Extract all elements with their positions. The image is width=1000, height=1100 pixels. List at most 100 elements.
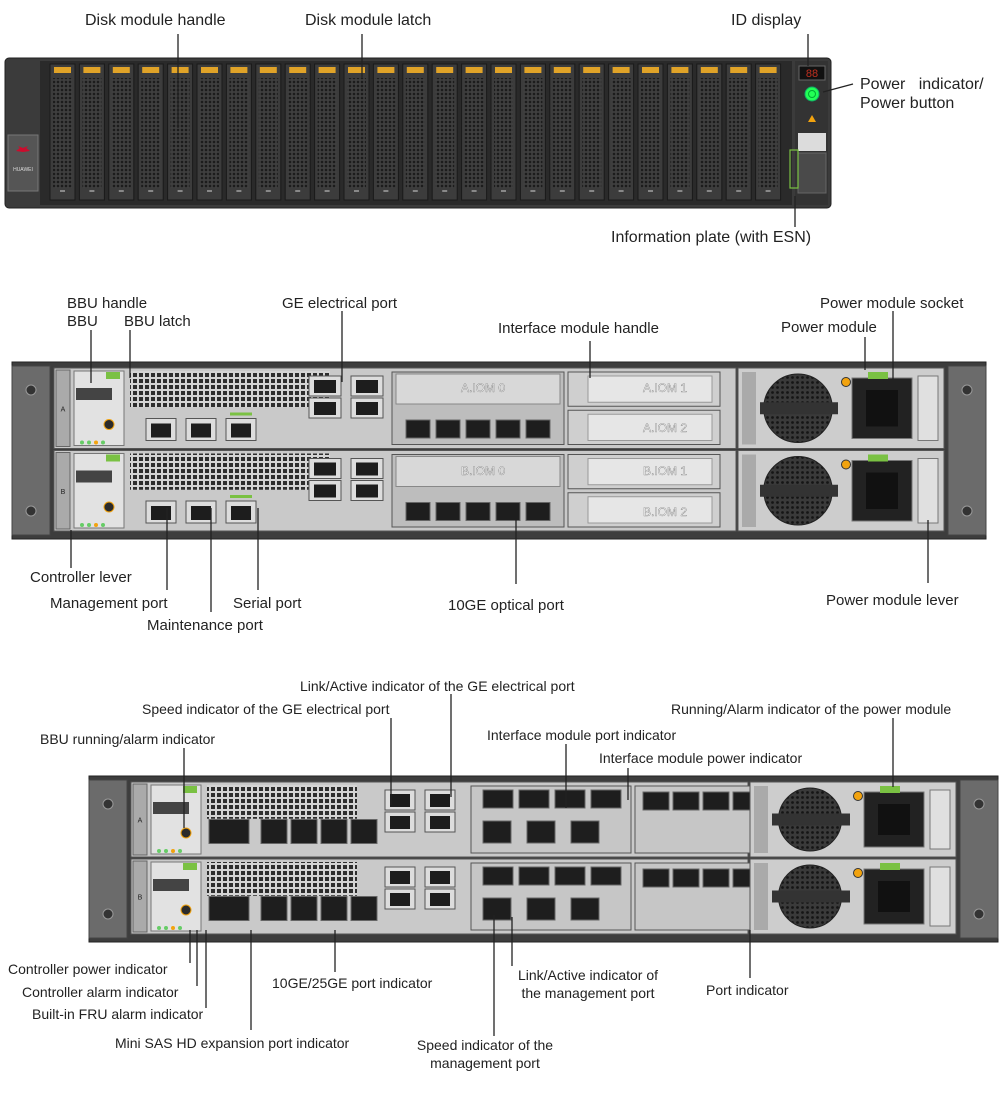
psu-lever-tab bbox=[868, 372, 888, 379]
disk-latch-indicator bbox=[201, 67, 218, 73]
disk-slot bbox=[78, 63, 105, 201]
ge-socket bbox=[430, 794, 450, 807]
label-power-module-lever: Power module lever bbox=[826, 592, 959, 609]
psu-side bbox=[742, 372, 756, 445]
sfp-port bbox=[525, 419, 551, 439]
disk-tray-mesh bbox=[552, 78, 572, 188]
rack-screw-icon bbox=[25, 384, 37, 396]
sfp-port bbox=[518, 789, 550, 809]
power-button-icon bbox=[804, 86, 820, 102]
disk-latch-indicator bbox=[259, 67, 277, 73]
status-led bbox=[80, 523, 84, 527]
bbu-indicator-icon bbox=[180, 904, 192, 916]
disk-latch-indicator bbox=[112, 67, 130, 73]
psu-side bbox=[742, 454, 756, 527]
label-disk-module-handle: Disk module handle bbox=[85, 12, 226, 29]
sfp-port bbox=[260, 819, 288, 844]
disk-slot bbox=[402, 63, 429, 201]
disk-tray-mesh bbox=[641, 78, 660, 188]
disk-slot-mark bbox=[618, 190, 624, 192]
iom-name-label: B.IOM 1 bbox=[643, 464, 687, 478]
ge-socket bbox=[356, 402, 378, 415]
controller-letter: B bbox=[138, 895, 143, 902]
controller-vent bbox=[207, 862, 357, 896]
disk-tray-mesh bbox=[376, 78, 396, 188]
status-led bbox=[157, 926, 161, 930]
disk-slot-mark bbox=[207, 190, 212, 192]
brand-name: HUAWEI bbox=[13, 167, 33, 173]
disk-latch-indicator bbox=[642, 67, 659, 73]
disk-slot-mark bbox=[177, 190, 183, 192]
disk-latch-indicator bbox=[495, 67, 512, 73]
disk-tray-mesh bbox=[523, 78, 543, 188]
sfp-port bbox=[290, 819, 318, 844]
psu-lever-tab bbox=[868, 454, 888, 462]
status-led bbox=[87, 440, 91, 445]
disk-tray-mesh bbox=[170, 78, 190, 188]
disk-tray-mesh bbox=[494, 78, 513, 188]
disk-tray-mesh bbox=[758, 78, 778, 188]
brand-plate bbox=[7, 134, 39, 192]
controller-lever bbox=[132, 783, 148, 856]
disk-slot-mark bbox=[354, 190, 359, 192]
ge-socket bbox=[430, 816, 450, 829]
label-speed-mgmt-line1: Speed indicator of the bbox=[416, 1037, 554, 1053]
bbu-handle bbox=[153, 879, 189, 891]
ge-socket bbox=[390, 816, 410, 829]
disk-slot-mark bbox=[530, 190, 536, 192]
disk-slot-mark bbox=[706, 190, 712, 192]
disk-slot bbox=[314, 63, 341, 201]
disk-tray-mesh bbox=[200, 78, 219, 188]
disk-slot-mark bbox=[265, 190, 271, 192]
disk-slot-mark bbox=[60, 190, 65, 192]
status-led bbox=[101, 523, 105, 527]
disk-latch-indicator bbox=[730, 67, 748, 73]
disk-slot-mark bbox=[765, 190, 771, 192]
iom-name-label: A.IOM 1 bbox=[643, 381, 687, 395]
iom-name-label: A.IOM 2 bbox=[643, 421, 687, 435]
bbu-indicator-icon bbox=[103, 501, 115, 513]
sfp-port bbox=[435, 419, 461, 439]
controller-letter: A bbox=[138, 818, 143, 825]
disk-slot-mark bbox=[471, 190, 477, 192]
disk-slot-mark bbox=[118, 190, 124, 192]
disk-tray-mesh bbox=[611, 78, 631, 188]
disk-tray-mesh bbox=[317, 78, 337, 188]
controller-lever bbox=[55, 369, 71, 447]
sfp-port bbox=[350, 819, 378, 844]
status-led bbox=[164, 926, 168, 930]
id-display bbox=[798, 65, 826, 81]
label-port-indicator: Port indicator bbox=[706, 982, 789, 998]
disk-latch-indicator bbox=[700, 67, 718, 73]
sfp-port bbox=[482, 866, 514, 886]
label-power-indicator: Power indicator/ bbox=[860, 76, 984, 93]
power-module-1 bbox=[749, 858, 957, 935]
disk-slot bbox=[372, 63, 399, 201]
controller-letter: B bbox=[61, 489, 66, 496]
disk-slot bbox=[461, 63, 488, 201]
callout-lines bbox=[70, 34, 929, 1036]
label-iom-port-indicator: Interface module port indicator bbox=[487, 727, 677, 743]
controller-lever bbox=[132, 860, 148, 933]
rack-screw-icon bbox=[961, 384, 973, 396]
disk-latch-indicator bbox=[83, 67, 101, 73]
disk-tray-mesh bbox=[405, 78, 425, 188]
sfp-port bbox=[465, 502, 491, 521]
power-module-0 bbox=[749, 781, 957, 858]
disk-slot-mark bbox=[442, 190, 448, 192]
psu-socket-inner bbox=[878, 804, 910, 835]
bbu-module bbox=[150, 784, 202, 855]
disk-slot bbox=[696, 63, 723, 201]
disk-latch-indicator bbox=[230, 67, 248, 73]
disk-latch-indicator bbox=[583, 67, 601, 73]
power-symbol-icon bbox=[808, 90, 816, 98]
disk-tray-mesh bbox=[699, 78, 719, 188]
psu-handle bbox=[772, 890, 850, 903]
rack-screw-icon bbox=[973, 798, 985, 810]
rj45-socket bbox=[191, 423, 211, 438]
disk-slot-mark bbox=[648, 190, 653, 192]
rj45-port bbox=[482, 897, 512, 921]
disk-latch-indicator bbox=[377, 67, 395, 73]
